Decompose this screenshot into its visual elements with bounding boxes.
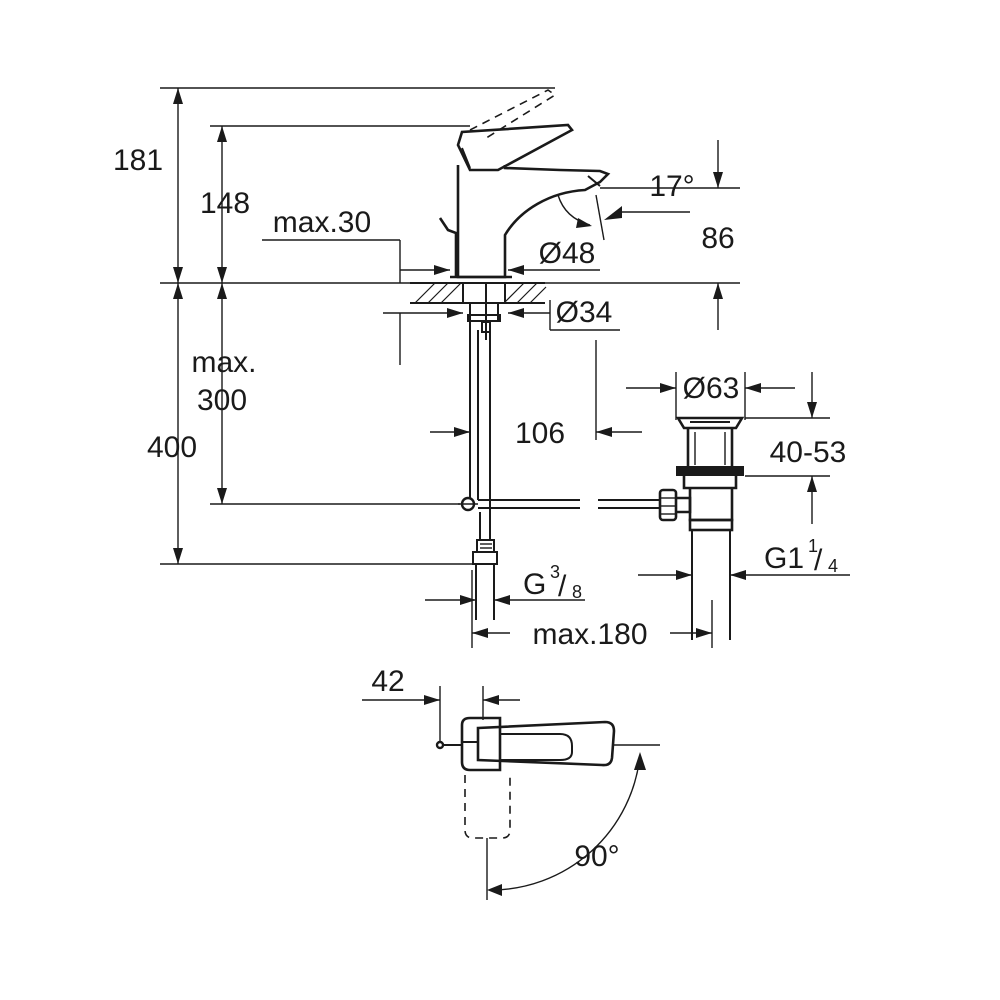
- dim-max-300-line2: 300: [197, 384, 247, 417]
- dim-g38-denominator: 8: [572, 582, 582, 602]
- dim-90-degree: 90°: [574, 840, 619, 873]
- dim-diameter-48: Ø48: [539, 237, 596, 270]
- dim-max-30: max.30: [273, 206, 371, 239]
- dim-42: 42: [371, 665, 404, 698]
- bottom-dimensions: G 3 / 8 max.180: [425, 562, 713, 651]
- spout-dimensions: 86 17° max.30 Ø48 Ø34 106: [262, 140, 740, 450]
- dim-g1-denominator: 4: [828, 556, 838, 576]
- dim-17-degree: 17°: [649, 170, 694, 203]
- dim-g1-slash: /: [814, 544, 823, 577]
- tap-top-view: 42 90°: [362, 665, 660, 900]
- dim-148: 148: [200, 187, 250, 220]
- left-dimension-chain: 181 148 max. 300 400: [113, 87, 740, 565]
- dim-86: 86: [701, 222, 734, 255]
- dim-g38-slash: /: [558, 570, 567, 603]
- dim-diameter-63: Ø63: [683, 372, 740, 405]
- tap-side-view: [410, 89, 611, 620]
- waste-dimensions: Ø63 40-53 G1 1 / 4: [626, 372, 850, 580]
- dim-diameter-34: Ø34: [556, 296, 613, 329]
- dim-max-300-line1: max.: [191, 346, 256, 379]
- dim-106: 106: [515, 417, 565, 450]
- dim-g1-main: G1: [764, 542, 804, 575]
- dim-max-180: max.180: [532, 618, 647, 651]
- dim-40-53: 40-53: [770, 436, 847, 469]
- dim-400: 400: [147, 431, 197, 464]
- dim-181: 181: [113, 144, 163, 177]
- dim-g38-numerator: 3: [550, 562, 560, 582]
- dim-g38-main: G: [523, 568, 546, 601]
- waste-valve: [658, 416, 745, 640]
- popup-linkage: [478, 499, 660, 509]
- dim-g1-numerator: 1: [808, 536, 818, 556]
